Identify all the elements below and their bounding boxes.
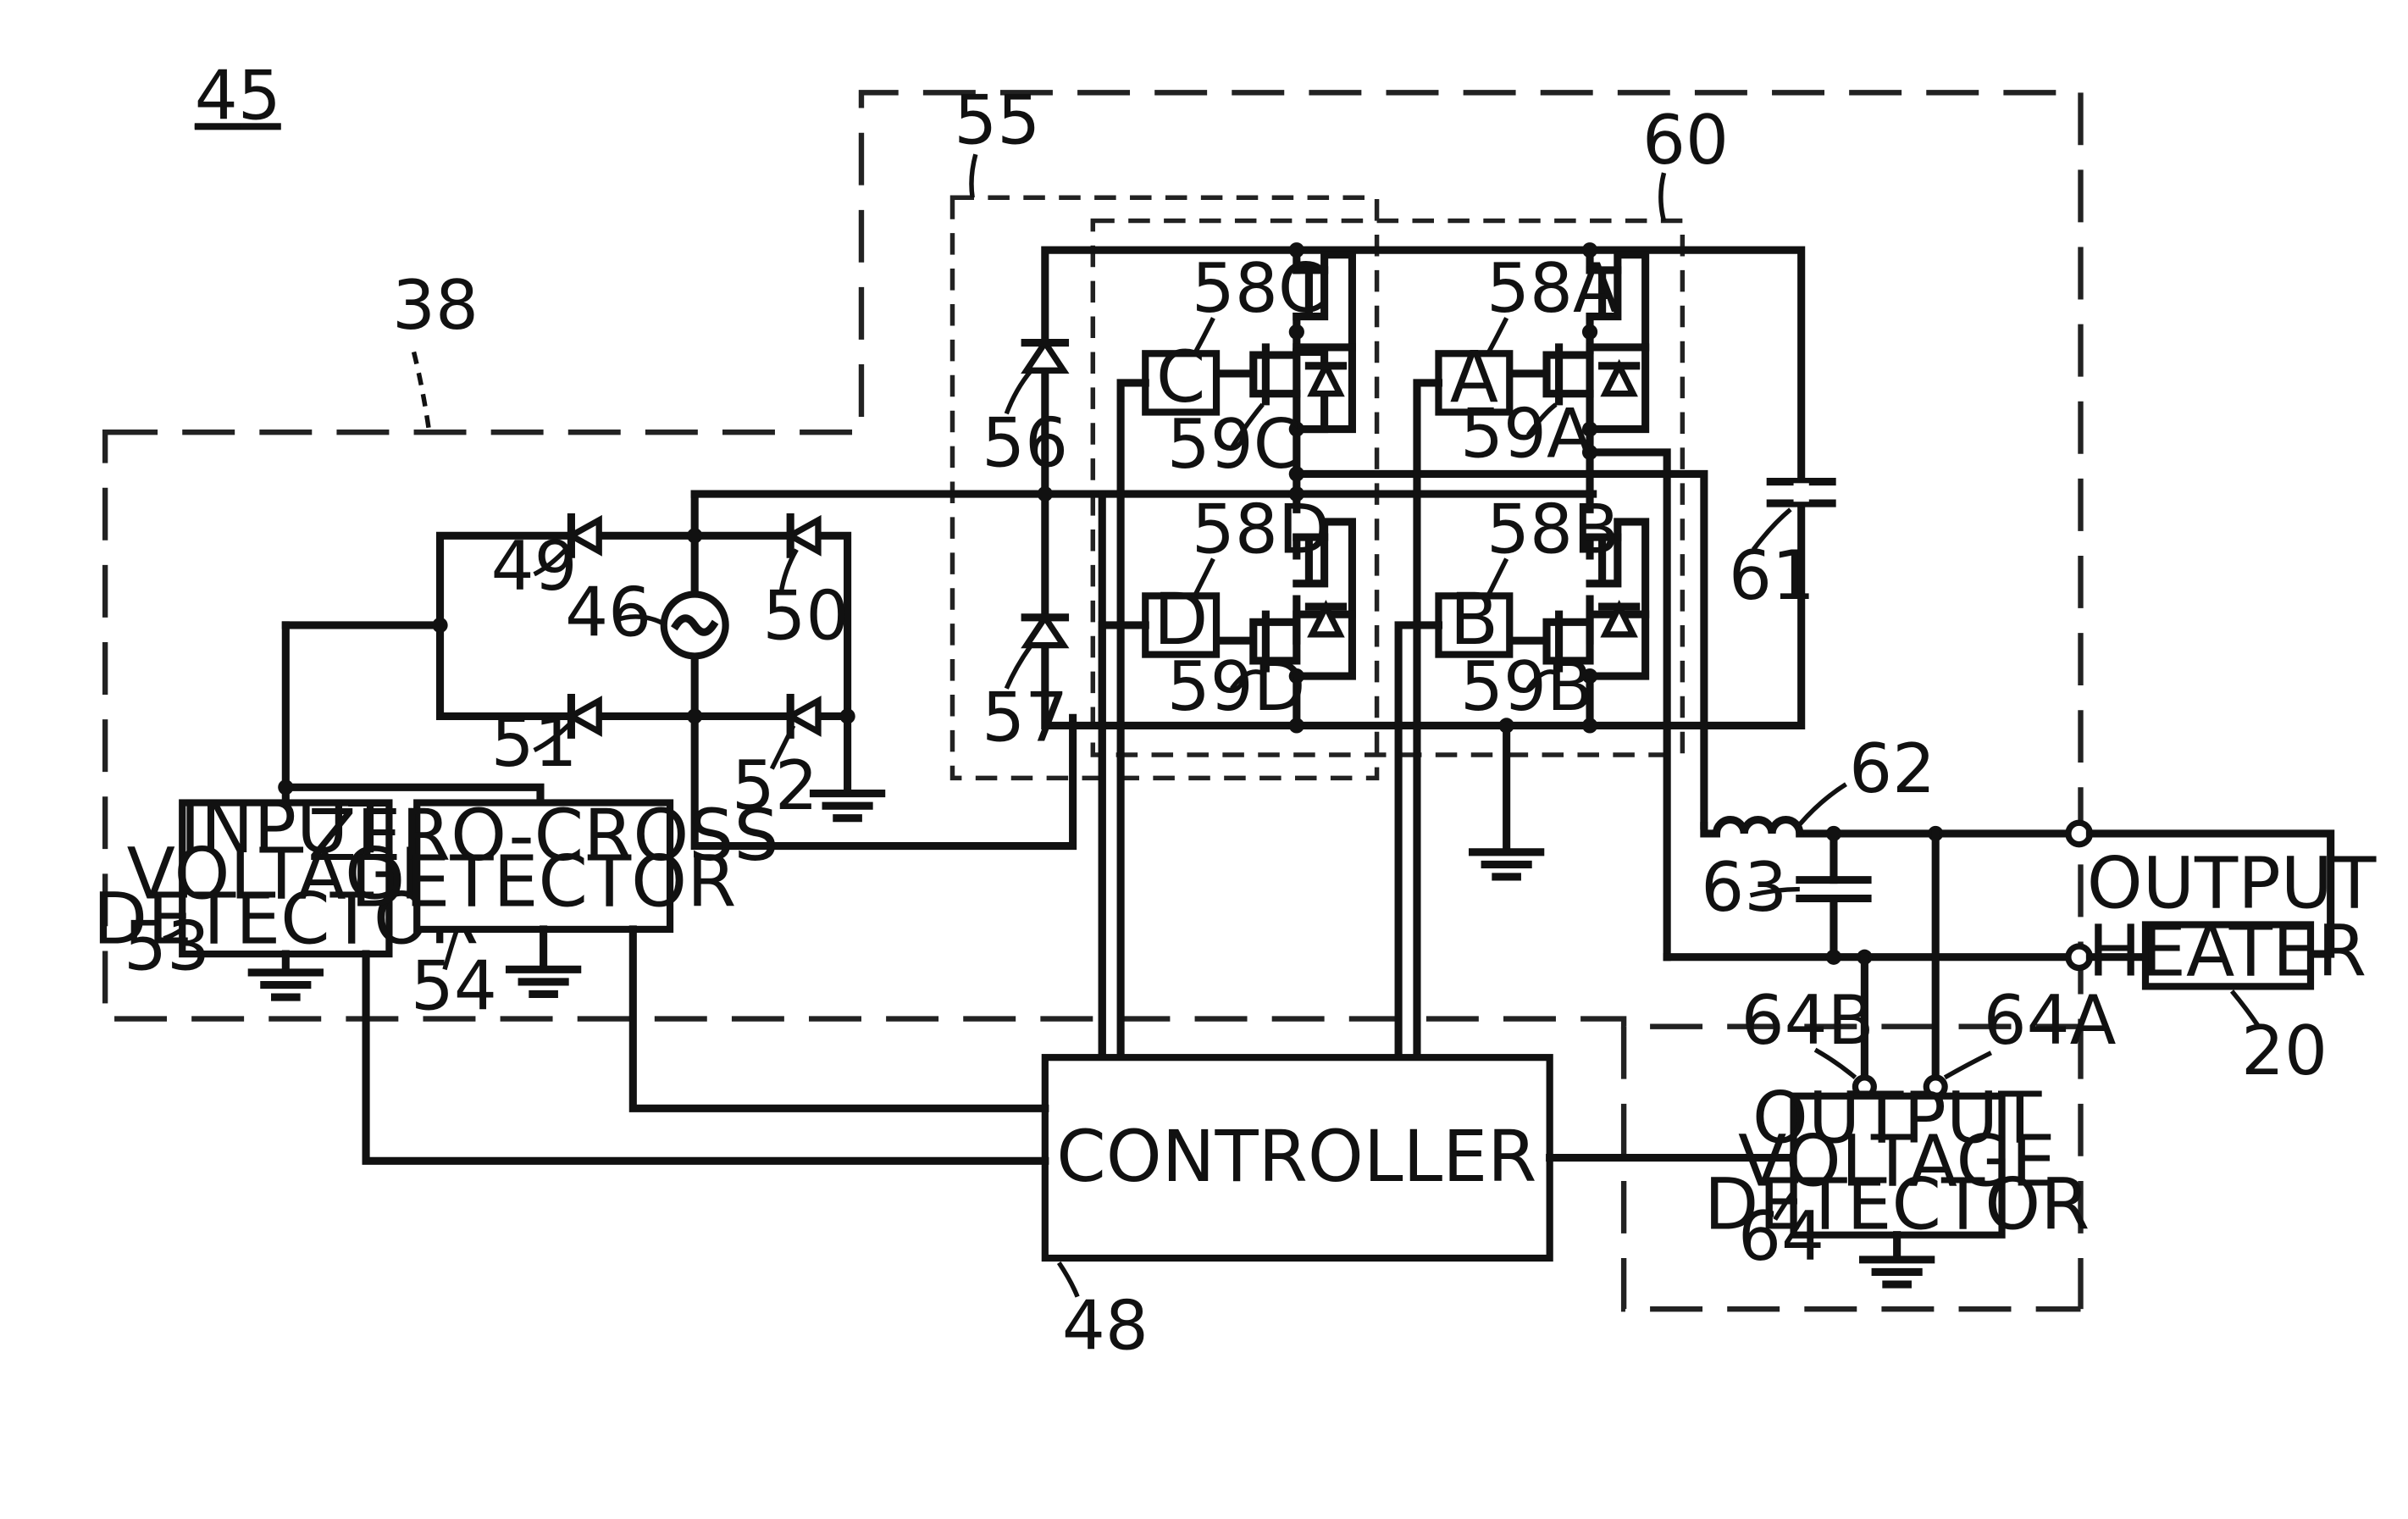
ref-59d: 59D [1167,647,1306,726]
ref-38: 38 [392,266,479,345]
ref-38-leader [414,352,429,432]
ref-53: 53 [124,906,210,985]
junction-dot [1826,826,1841,841]
ref-46: 46 [565,574,651,652]
ref-63: 63 [1701,848,1787,927]
ref-49: 49 [491,527,578,606]
junction-dot [1826,950,1841,965]
junction-dot [687,708,702,723]
output-wire-top [1704,826,2068,834]
output-label: OUTPUT [2087,841,2377,924]
body-diode-59a [1603,366,1636,394]
diode-57 [1025,618,1065,646]
ref-51: 51 [491,703,578,782]
ref-60-leader [1661,173,1664,220]
ref-55: 55 [954,80,1040,159]
drive-wire-a [1417,383,1439,1057]
ground-symbol [252,954,319,997]
ref-62: 62 [1849,729,1935,808]
capacitor-63 [1800,880,1868,899]
body-diode-59c [1309,366,1342,394]
junction-dot [1038,486,1053,502]
ref-55-leader [972,154,976,197]
inductor-62 [1716,820,1799,834]
ref-50: 50 [762,576,849,655]
junction-dot [432,618,447,633]
ground-symbol [510,929,578,995]
ref-61: 61 [1729,536,1815,615]
junction-dot [687,528,702,543]
ref-64a-leader [1945,1053,1991,1078]
capacitor-61 [1770,482,1832,504]
ref-58a: 58A [1486,249,1619,328]
ground-symbol [1473,852,1541,877]
junction-dot [839,708,855,723]
diode-52 [790,698,818,735]
ground-symbol [813,794,881,818]
ref-58c: 58C [1192,249,1326,328]
ref-58d: 58D [1192,490,1331,568]
ref-56: 56 [982,403,1068,482]
ref-62-leader [1800,784,1846,824]
controller-label: CONTROLLER [1056,1115,1536,1198]
ref-64a: 64A [1984,981,2117,1060]
ref-57: 57 [982,679,1068,757]
drive-wire-c [1121,383,1145,1057]
diode-56 [1025,343,1065,371]
ref-45: 45 [195,56,281,135]
ref-60: 60 [1642,101,1729,180]
ref-48: 48 [1062,1287,1149,1366]
ref-64b: 64B [1741,981,1874,1060]
ref-54: 54 [411,947,497,1026]
ref-58b: 58B [1486,490,1619,568]
zero-cross-detector-line2: DETECTOR [351,840,736,923]
